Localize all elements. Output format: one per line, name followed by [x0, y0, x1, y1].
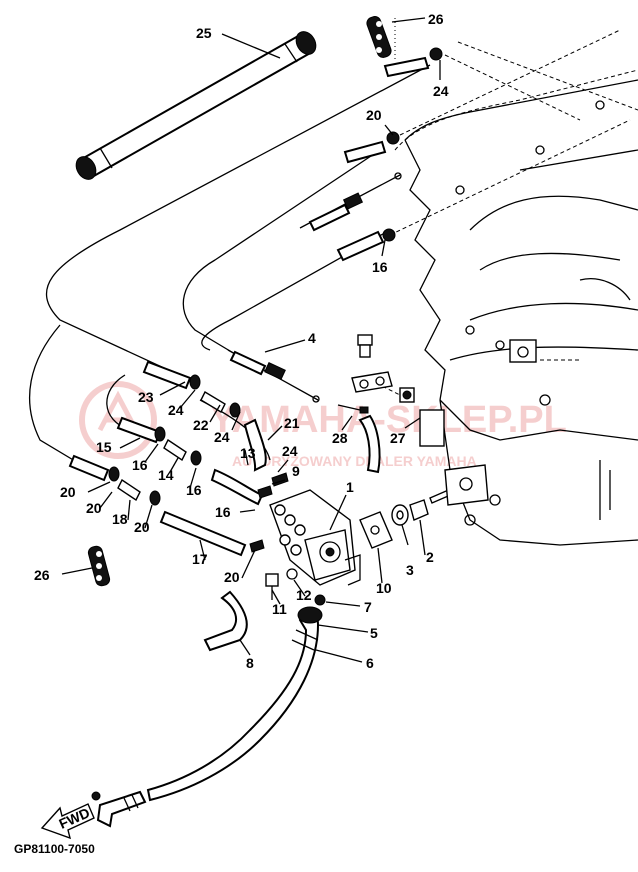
callout-18: 18: [112, 511, 128, 527]
callout-21: 21: [284, 415, 300, 431]
callout-4: 4: [308, 330, 316, 346]
callout-22: 22: [193, 417, 209, 433]
pump-bolts: [265, 568, 326, 606]
part-4-cable: [227, 349, 320, 403]
callout-20-c: 20: [224, 569, 240, 585]
callout-6: 6: [366, 655, 374, 671]
watermark-brand: YAMAHA-SKLEP.PL: [210, 399, 567, 441]
pump-drive-parts: [337, 404, 489, 549]
callout-25: 25: [196, 25, 212, 41]
callout-2: 2: [426, 549, 434, 565]
callout-23: 23: [138, 389, 154, 405]
callout-16-a: 16: [132, 457, 148, 473]
callout-1: 1: [346, 479, 354, 495]
cable-routes: [28, 64, 431, 471]
callout-24-c: 24: [282, 443, 298, 459]
callout-19: 20: [60, 484, 76, 500]
callout-15: 15: [96, 439, 112, 455]
callout-10: 10: [376, 580, 392, 596]
callout-8: 8: [246, 655, 254, 671]
callout-16-b: 16: [186, 482, 202, 498]
callout-12: 12: [296, 587, 312, 603]
callout-20-b: 20: [134, 519, 150, 535]
callout-7: 7: [364, 599, 372, 615]
callout-17: 17: [192, 551, 208, 567]
part-25-tube: [75, 31, 317, 180]
part-26-clip-top: [366, 16, 392, 58]
tubes: [68, 56, 430, 482]
callout-14: 14: [158, 467, 174, 483]
callout-20-a: 20: [86, 500, 102, 516]
part-26-clip-bottom: [87, 545, 111, 587]
engine-block: [394, 69, 638, 546]
callout-28: 28: [332, 430, 348, 446]
hoses: [91, 418, 323, 828]
callout-27: 27: [390, 430, 406, 446]
callout-26-bottom: 26: [34, 567, 50, 583]
callout-labels: 25 26 24 20 16 4 23 24 22 24 21 28 27 15…: [34, 11, 449, 671]
callout-16-c: 16: [215, 504, 231, 520]
callout-9: 9: [292, 463, 300, 479]
watermark: YAMAHA-SKLEP.PL AUTORYZOWANY DEALER YAMA…: [79, 381, 567, 469]
callout-13: 13: [240, 445, 256, 461]
callout-5: 5: [370, 625, 378, 641]
callout-24-top: 24: [433, 83, 449, 99]
bracket-parts: [351, 47, 443, 403]
callout-24-a: 24: [168, 402, 184, 418]
fwd-arrow: FWD: [40, 803, 95, 840]
part-1-oil-pump: [249, 472, 361, 586]
callout-20-top: 20: [366, 107, 382, 123]
callout-26-top: 26: [428, 11, 444, 27]
diagram-code: GP81100-7050: [14, 842, 95, 856]
cable-assembly-upper: [299, 172, 402, 232]
callout-leaders: [61, 17, 441, 663]
watermark-tagline: AUTORYZOWANY DEALER YAMAHA: [232, 453, 477, 469]
callout-24-b: 24: [214, 429, 230, 445]
callout-11: 11: [272, 601, 287, 617]
callout-16-top: 16: [372, 259, 388, 275]
callout-3: 3: [406, 562, 414, 578]
